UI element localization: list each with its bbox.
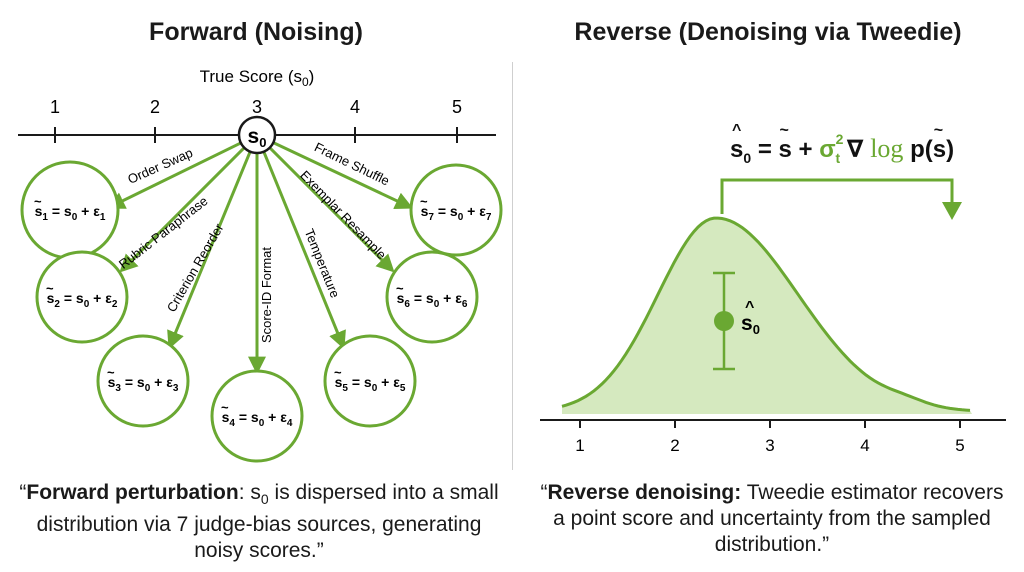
noisy-score-node-label: s5 = s0 + ε5 bbox=[335, 374, 406, 394]
true-score-node bbox=[237, 115, 277, 155]
perturbation-edge-label: Criterion Reorder bbox=[164, 220, 227, 314]
tweedie-shift-bracket bbox=[720, 178, 954, 214]
perturbation-edge bbox=[106, 141, 242, 209]
tweedie-shift-arrowhead bbox=[942, 202, 962, 220]
fwd-tick-label: 1 bbox=[50, 97, 60, 117]
true-score-axis-label: True Score (s0) bbox=[200, 67, 315, 89]
forward-caption: “Forward perturbation: s0 is dispersed i… bbox=[19, 481, 499, 563]
noisy-score-node bbox=[96, 334, 190, 428]
rev-tick-label: 5 bbox=[955, 436, 964, 455]
tilde-mark: ~ bbox=[107, 365, 115, 380]
point-estimate-dot bbox=[714, 311, 734, 331]
reverse-axis-ticks: 1 2 3 4 5 bbox=[575, 420, 965, 455]
fwd-tick-label: 4 bbox=[350, 97, 360, 117]
tilde-mark: ~ bbox=[34, 194, 42, 209]
noisy-score-node-label: s3 = s0 + ε3 bbox=[108, 374, 179, 394]
rev-tick-label: 1 bbox=[575, 436, 584, 455]
noisy-score-node bbox=[35, 250, 129, 344]
perturbation-edge bbox=[167, 151, 252, 350]
noisy-score-node-label: s6 = s0 + ε6 bbox=[397, 290, 468, 310]
fwd-tick-label: 5 bbox=[452, 97, 462, 117]
noisy-score-node bbox=[385, 250, 479, 344]
reverse-caption: “Reverse denoising: Tweedie estimator re… bbox=[540, 481, 1004, 556]
tilde-mark: ~ bbox=[396, 281, 404, 296]
tilde-mark: ~ bbox=[221, 400, 229, 415]
noisy-score-node bbox=[409, 163, 503, 257]
panel-divider bbox=[512, 62, 513, 470]
point-estimate-label: s0 bbox=[741, 312, 760, 337]
noisy-score-node-label: s7 = s0 + ε7 bbox=[421, 203, 492, 223]
fwd-tick-label: 2 bbox=[150, 97, 160, 117]
point-estimate-hat: ^ bbox=[745, 299, 754, 316]
noisy-score-node-label: s4 = s0 + ε4 bbox=[222, 409, 293, 429]
reverse-panel-title: Reverse (Denoising via Tweedie) bbox=[574, 18, 962, 46]
tweedie-formula: s0 = s + σ2t ∇ log p(s) bbox=[730, 122, 954, 166]
tilde-mark: ~ bbox=[420, 194, 428, 209]
rev-tick-label: 2 bbox=[670, 436, 679, 455]
fwd-tick-label: 3 bbox=[252, 97, 262, 117]
tilde-mark: ~ bbox=[334, 365, 342, 380]
perturbation-edge bbox=[272, 141, 414, 210]
perturbation-edge bbox=[268, 146, 395, 273]
perturbation-edge bbox=[119, 146, 246, 273]
rev-tick-label: 3 bbox=[765, 436, 774, 455]
true-score-node-label: s0 bbox=[248, 125, 267, 150]
density-curve bbox=[561, 216, 971, 412]
perturbation-edge-label: Order Swap bbox=[125, 145, 194, 187]
noisy-score-nodes: s1 = s0 + ε1~s2 = s0 + ε2~s3 = s0 + ε3~s… bbox=[20, 160, 503, 463]
rev-tick-label: 4 bbox=[860, 436, 869, 455]
density-fill bbox=[562, 218, 972, 414]
noisy-score-node-label: s2 = s0 + ε2 bbox=[47, 290, 118, 310]
perturbation-edge bbox=[262, 151, 346, 350]
noisy-score-node-label: s1 = s0 + ε1 bbox=[35, 203, 106, 223]
tilde-mark: ~ bbox=[46, 281, 54, 296]
noisy-score-node bbox=[323, 334, 417, 428]
forward-panel-title: Forward (Noising) bbox=[149, 18, 363, 46]
noisy-score-node bbox=[210, 369, 304, 463]
perturbation-edge-label: Score-ID Format bbox=[259, 247, 274, 343]
